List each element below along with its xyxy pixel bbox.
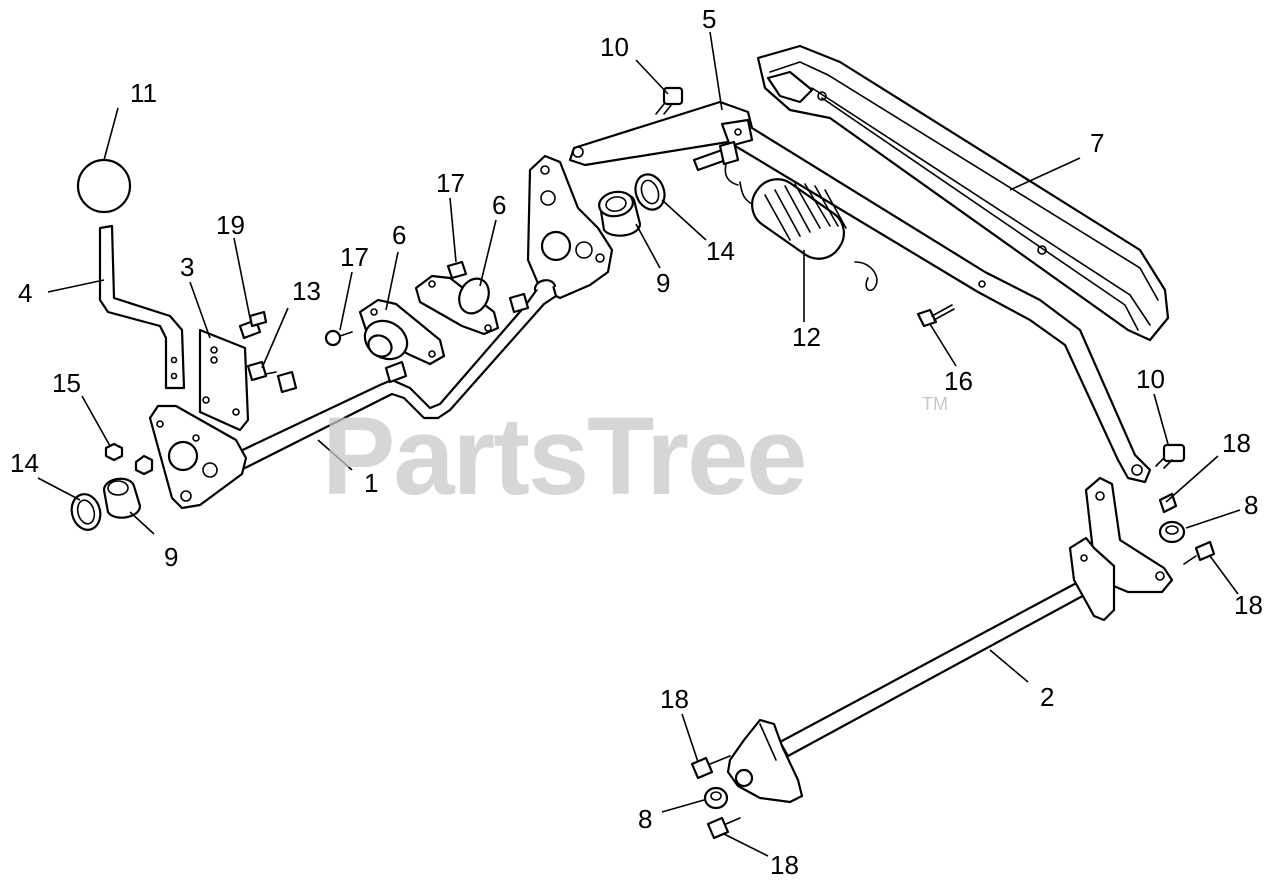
- watermark: PartsTree TM: [322, 394, 948, 518]
- left-mount-plate[interactable]: [148, 404, 248, 510]
- part-4-lever[interactable]: [98, 224, 186, 390]
- part-2-rear-shaft[interactable]: [778, 577, 1094, 758]
- callout-6-left: 6: [392, 220, 406, 250]
- part-18-bolt-right-upper[interactable]: [1158, 492, 1178, 514]
- part-6-bearing-right[interactable]: [414, 274, 500, 336]
- part-8-bushing-right[interactable]: [1158, 520, 1186, 544]
- part-9-bushing-upper[interactable]: [597, 189, 642, 237]
- part-10-bolt-lower[interactable]: [1155, 443, 1186, 469]
- callout-14-upper: 14: [706, 236, 735, 266]
- part-6-bearing-left[interactable]: [358, 298, 446, 367]
- callout-11: 11: [130, 78, 157, 108]
- part-14-ring-lower[interactable]: [68, 491, 104, 533]
- callout-16: 16: [944, 366, 973, 396]
- callout-17-right: 17: [436, 168, 465, 198]
- watermark-trademark: TM: [922, 394, 948, 414]
- part-10-bolt-upper[interactable]: [655, 86, 684, 115]
- callout-13: 13: [292, 276, 321, 306]
- part-17-fastener-left[interactable]: [324, 329, 353, 347]
- right-side-plate[interactable]: [526, 154, 614, 300]
- part-3-bracket[interactable]: [198, 328, 250, 432]
- callout-18-left-lower: 18: [770, 850, 799, 880]
- callout-10-upper: 10: [600, 32, 629, 62]
- callout-6-right: 6: [492, 190, 506, 220]
- part-12-spring[interactable]: [724, 149, 878, 292]
- callout-17-left: 17: [340, 242, 369, 272]
- callout-2: 2: [1040, 682, 1054, 712]
- watermark-text: PartsTree: [322, 395, 805, 518]
- callout-labels: 11 4 3 19 13 15 14 9 1 17 6 17 6 10 5 14…: [10, 4, 1263, 880]
- callout-3: 3: [180, 252, 194, 282]
- rear-left-arm[interactable]: [726, 718, 804, 804]
- part-18-bolt-left-upper[interactable]: [690, 755, 731, 780]
- part-7-grip-bar[interactable]: [756, 44, 1170, 342]
- bearing-bolts[interactable]: [384, 292, 530, 384]
- part-8-bushing-left[interactable]: [703, 786, 729, 810]
- link-bolt[interactable]: [692, 140, 740, 172]
- callout-5: 5: [702, 4, 716, 34]
- callout-18-right-upper: 18: [1222, 428, 1251, 458]
- callout-15: 15: [52, 368, 81, 398]
- part-18-bolt-left-lower[interactable]: [706, 816, 741, 840]
- callout-4: 4: [18, 278, 32, 308]
- part-18-bolt-right-lower[interactable]: [1183, 540, 1216, 565]
- part-13-bolts[interactable]: [246, 360, 298, 394]
- lower-left-nut[interactable]: [134, 454, 154, 476]
- part-16-bolt[interactable]: [916, 304, 955, 328]
- callout-1: 1: [364, 468, 378, 498]
- callout-8-left: 8: [638, 804, 652, 834]
- callout-10-lower: 10: [1136, 364, 1165, 394]
- leader-lines: [37, 31, 1241, 857]
- part-14-ring-upper[interactable]: [631, 170, 670, 213]
- callout-18-right-lower: 18: [1234, 590, 1263, 620]
- part-1-cross-shaft[interactable]: [230, 279, 558, 470]
- part-9-bushing-lower[interactable]: [102, 477, 142, 519]
- callout-12: 12: [792, 322, 821, 352]
- callout-14-lower: 14: [10, 448, 39, 478]
- rear-right-arm[interactable]: [1068, 476, 1174, 622]
- callout-9-lower: 9: [164, 542, 178, 572]
- part-11-knob[interactable]: [76, 158, 132, 214]
- callout-9-upper: 9: [656, 268, 670, 298]
- callout-19: 19: [216, 210, 245, 240]
- part-15-nut[interactable]: [104, 442, 124, 462]
- part-17-fastener-right[interactable]: [446, 260, 468, 280]
- callout-7: 7: [1090, 128, 1104, 158]
- callout-8-right: 8: [1244, 490, 1258, 520]
- callout-18-left-upper: 18: [660, 684, 689, 714]
- part-19-bolts[interactable]: [238, 310, 268, 340]
